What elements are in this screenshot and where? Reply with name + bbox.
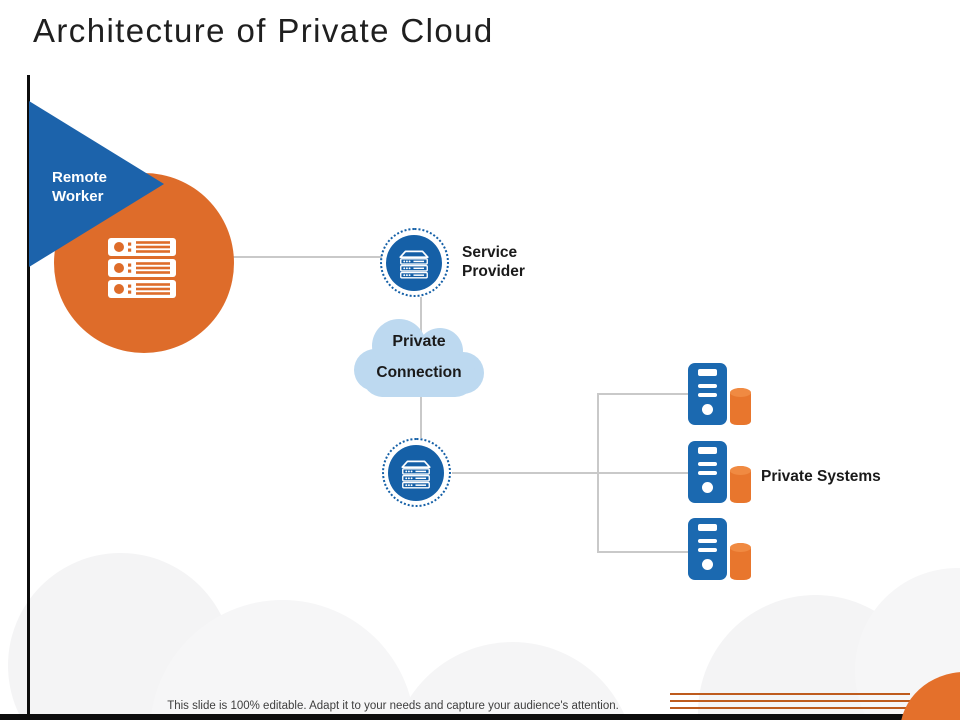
- tower-power-dot: [702, 559, 713, 570]
- connector-bracket-vertical: [597, 393, 599, 552]
- server-tower-icon: [688, 441, 727, 503]
- connector-bracket-top: [597, 393, 688, 395]
- bottom-bar: [0, 714, 960, 720]
- tower-power-dot: [702, 404, 713, 415]
- private-connection-line2: Connection: [376, 364, 462, 381]
- remote-worker-label: Remote Worker: [52, 169, 108, 205]
- service-provider-label: Service Provider: [462, 244, 525, 280]
- tower-slot: [698, 539, 717, 543]
- tower-slot: [698, 462, 717, 466]
- connector-remote-to-provider: [230, 256, 382, 258]
- database-cylinder-icon: [730, 388, 751, 425]
- tower-slot: [698, 524, 717, 531]
- tower-slot: [698, 384, 717, 388]
- gateway-circle: [388, 445, 444, 501]
- connector-gateway-to-systems: [452, 472, 688, 474]
- tower-slot: [698, 369, 717, 376]
- gateway-dotted-ring: [382, 438, 451, 507]
- decorative-line: [670, 700, 910, 702]
- private-connection-label: Private Connection: [354, 333, 484, 382]
- remote-worker-triangle: [29, 101, 164, 267]
- tower-slot: [698, 471, 717, 475]
- tower-slot: [698, 447, 717, 454]
- server-rack-icon: [108, 238, 176, 298]
- footer-note: This slide is 100% editable. Adapt it to…: [167, 700, 619, 712]
- connector-bracket-bottom: [597, 551, 688, 553]
- service-provider-circle: [386, 235, 442, 291]
- service-provider-dotted-ring: [380, 228, 449, 297]
- database-cylinder-icon: [730, 466, 751, 503]
- database-cylinder-icon: [730, 543, 751, 580]
- page-title: Architecture of Private Cloud: [33, 12, 494, 49]
- private-connection-cloud: [354, 319, 484, 397]
- server-tower-icon: [688, 363, 727, 425]
- tower-slot: [698, 393, 717, 397]
- decorative-line: [670, 693, 910, 695]
- private-connection-line1: Private: [392, 333, 446, 350]
- left-accent-rule: [27, 75, 30, 715]
- tower-slot: [698, 548, 717, 552]
- private-systems-label: Private Systems: [761, 468, 881, 485]
- tower-power-dot: [702, 482, 713, 493]
- server-stack-icon: [401, 460, 431, 489]
- server-tower-icon: [688, 518, 727, 580]
- server-stack-icon: [399, 250, 429, 279]
- decorative-line: [670, 707, 910, 709]
